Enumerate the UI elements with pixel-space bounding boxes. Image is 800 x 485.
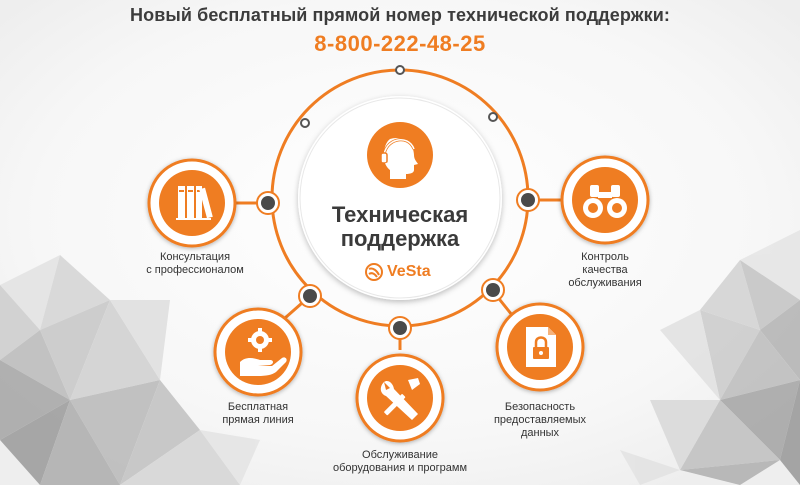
label-line: Обслуживание [362, 449, 438, 461]
binoculars-icon [583, 185, 627, 218]
support-phone-number[interactable]: 8-800-222-48-25 [314, 31, 486, 56]
center-title: Техническая поддержка [315, 203, 485, 251]
label-line: обслуживания [568, 277, 642, 289]
vesta-logo-icon [365, 263, 383, 281]
label-line: Безопасность [504, 401, 576, 413]
ring-dark-nodes [256, 188, 540, 340]
service-node-maintenance [355, 353, 445, 443]
headset-operator-icon [367, 122, 433, 188]
service-node-security [495, 302, 585, 392]
background-polygons [0, 230, 800, 485]
label-quality-control: Контроль качества обслуживания [555, 251, 655, 290]
hand-gear-icon [240, 328, 287, 376]
label-line: прямая линия [222, 414, 294, 426]
center-title-line2: поддержка [340, 226, 460, 251]
label-consultation: Консультация с профессионалом [130, 251, 260, 277]
label-line: данных [520, 427, 560, 439]
label-line: предоставляемых [493, 414, 587, 426]
label-free-line: Бесплатная прямая линия [208, 401, 308, 427]
center-title-line1: Техническая [331, 202, 469, 227]
label-line: Бесплатная [227, 401, 289, 413]
label-line: с профессионалом [146, 264, 244, 276]
document-lock-icon [526, 327, 556, 367]
books-icon [176, 186, 213, 220]
label-line: Консультация [159, 251, 231, 263]
service-node-free-line [213, 307, 303, 397]
page-title: Новый бесплатный прямой номер техническо… [130, 5, 670, 25]
label-line: оборудования и программ [332, 462, 468, 474]
label-line: Контроль [581, 251, 629, 263]
vesta-logo: VeSta [365, 262, 431, 282]
service-node-consultation [147, 158, 237, 248]
wrench-screwdriver-icon [380, 378, 420, 420]
ring-connectors [300, 65, 498, 128]
center-circle [298, 96, 502, 300]
service-node-quality [560, 155, 650, 245]
label-maintenance: Обслуживание оборудования и программ [325, 449, 475, 475]
label-data-security: Безопасность предоставляемых данных [480, 401, 600, 440]
brand-name: VeSta [387, 263, 431, 280]
label-line: качества [582, 264, 628, 276]
